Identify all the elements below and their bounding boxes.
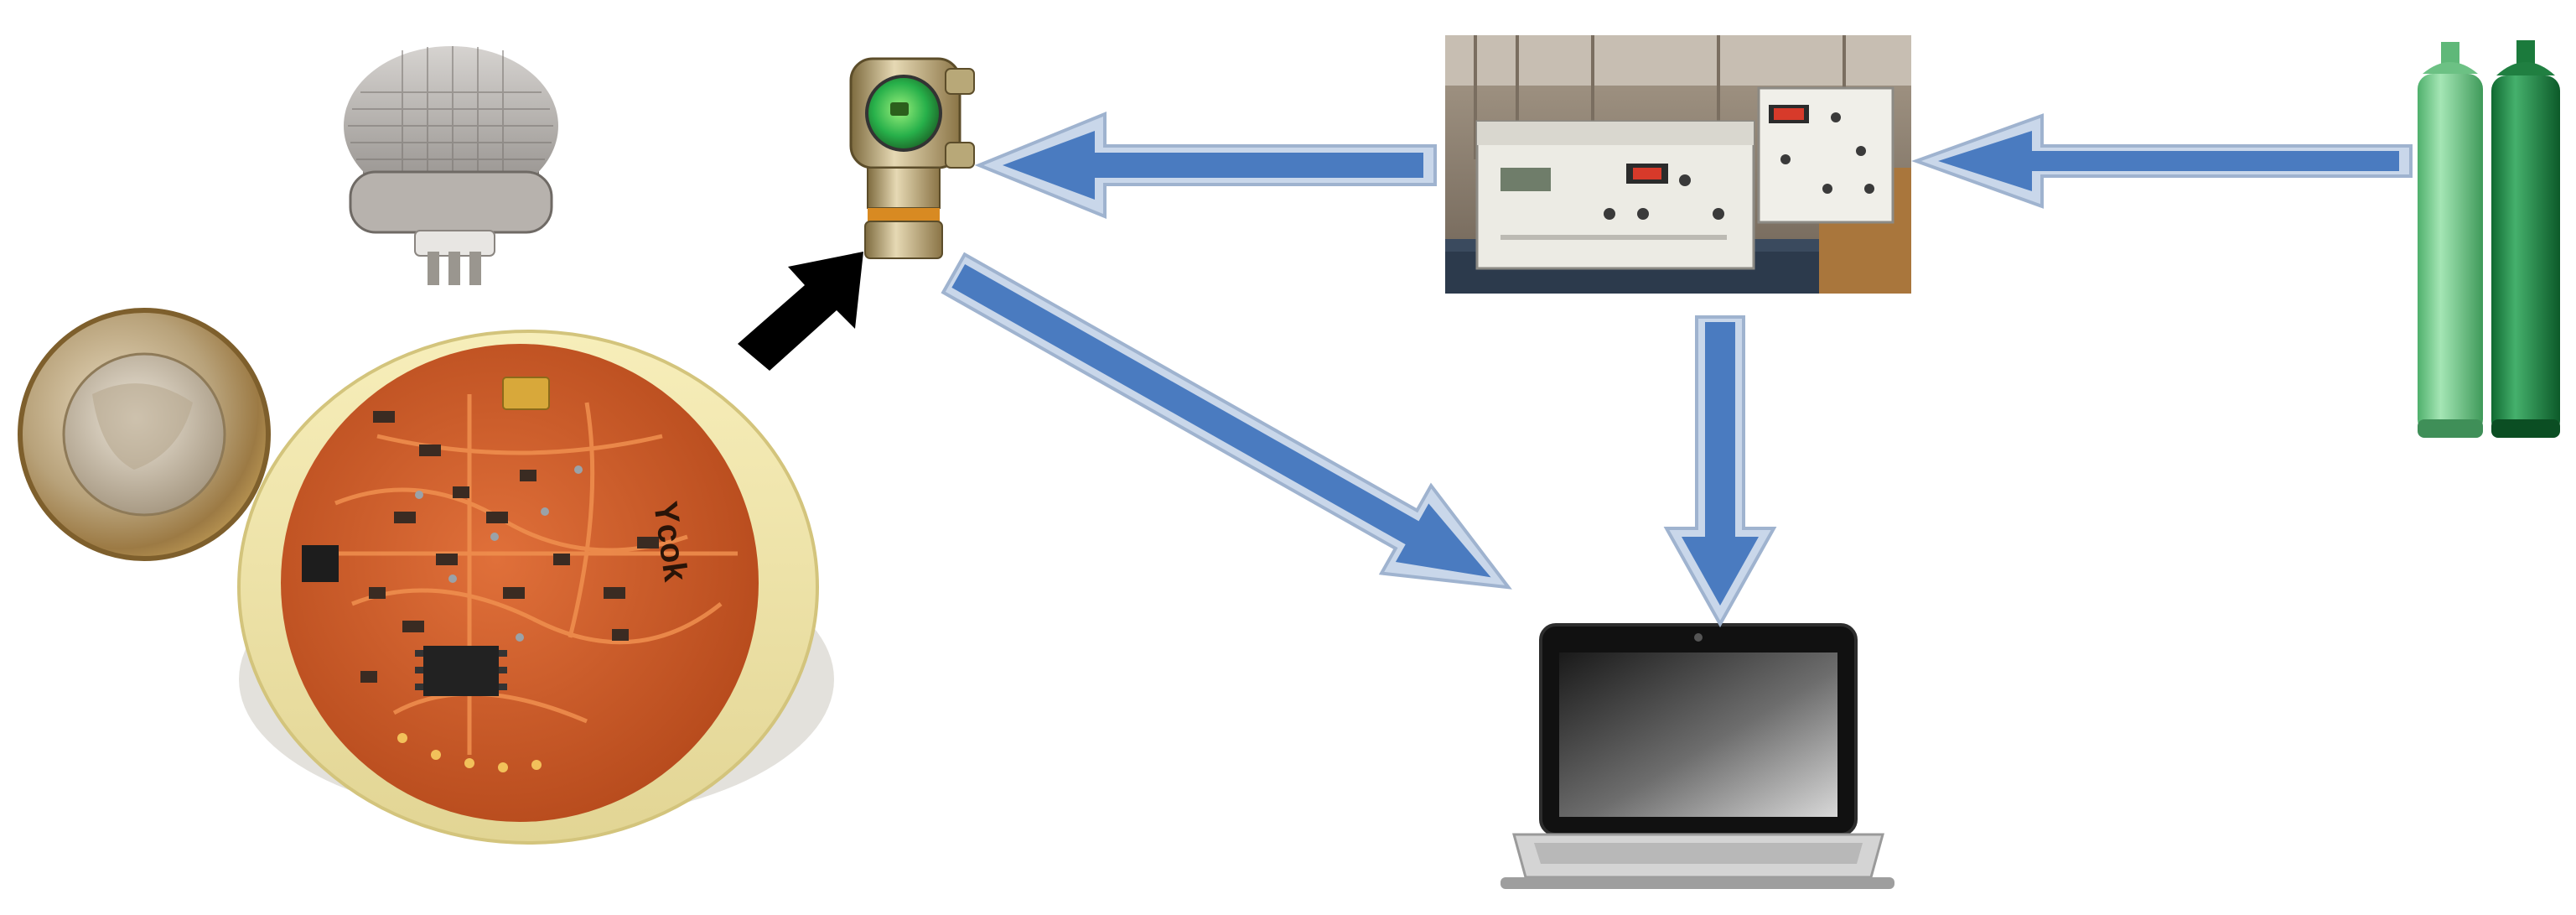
arrows-layer	[941, 112, 2413, 628]
gas-cylinders-icon	[2418, 40, 2560, 438]
light-cylinder	[2418, 42, 2483, 438]
arrow-station-to-laptop	[1663, 315, 1777, 628]
black-arrow	[738, 252, 863, 371]
gas-sensor-component	[344, 46, 558, 285]
gas-detector-icon	[849, 57, 975, 259]
dark-cylinder	[2491, 40, 2560, 438]
laptop-icon	[1501, 623, 1894, 889]
coin-photo	[18, 308, 271, 561]
gas-mixing-station-photo	[1445, 35, 1911, 294]
arrow-detector-to-laptop	[941, 252, 1512, 590]
arrow-station-to-detector	[974, 112, 1437, 219]
sensor-board-photo: Ycok	[237, 330, 834, 845]
arrow-cylinders-to-station	[1911, 113, 2413, 209]
